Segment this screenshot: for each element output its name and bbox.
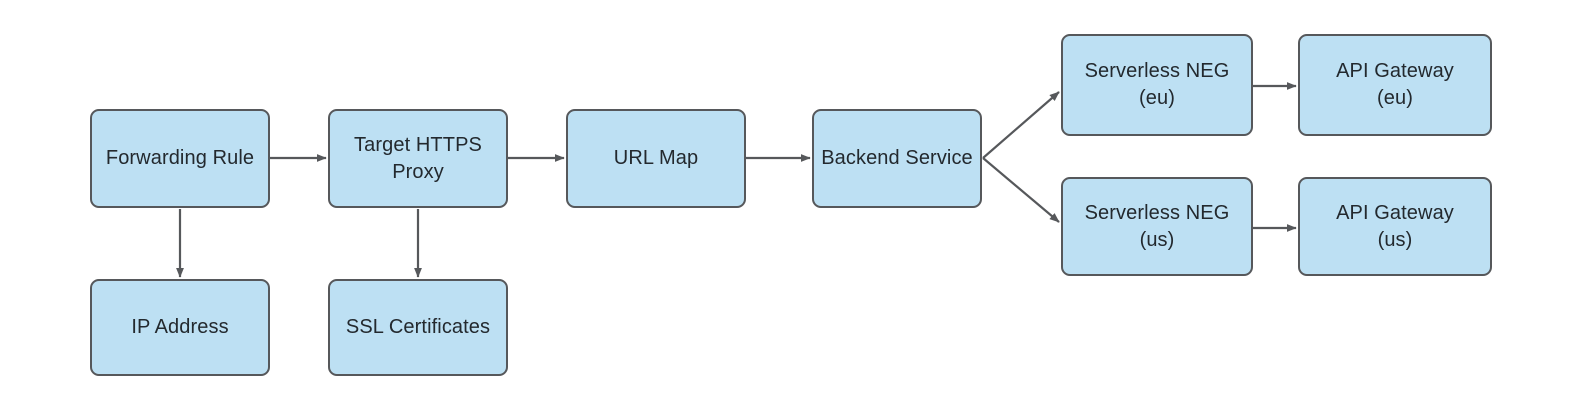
node-label: Serverless NEG (us) [1084, 201, 1230, 251]
node-label: Serverless NEG (eu) [1084, 60, 1230, 109]
node-forwarding-rule[interactable]: Forwarding Rule [90, 109, 270, 208]
node-target-https-proxy[interactable]: Target HTTPS Proxy [328, 109, 508, 208]
node-label: SSL Certificates [345, 316, 491, 338]
edge-backend-service-to-serverless-neg-eu [982, 91, 1060, 159]
node-ip-address[interactable]: IP Address [90, 279, 270, 376]
node-api-gateway-us[interactable]: API Gateway (us) [1298, 177, 1492, 276]
node-api-gateway-eu[interactable]: API Gateway (eu) [1298, 34, 1492, 136]
node-label: API Gateway (eu) [1336, 60, 1454, 109]
node-label: API Gateway (us) [1336, 201, 1454, 251]
node-label: Forwarding Rule [105, 147, 255, 169]
node-serverless-neg-us[interactable]: Serverless NEG (us) [1061, 177, 1253, 276]
edge-backend-service-to-serverless-neg-us [982, 157, 1060, 223]
node-label: URL Map [613, 147, 699, 169]
node-serverless-neg-eu[interactable]: Serverless NEG (eu) [1061, 34, 1253, 136]
node-label: IP Address [131, 316, 229, 338]
node-url-map[interactable]: URL Map [566, 109, 746, 208]
node-backend-service[interactable]: Backend Service [812, 109, 982, 208]
node-label: Target HTTPS Proxy [354, 133, 482, 183]
node-label: Backend Service [821, 147, 973, 169]
node-ssl-certificates[interactable]: SSL Certificates [328, 279, 508, 376]
